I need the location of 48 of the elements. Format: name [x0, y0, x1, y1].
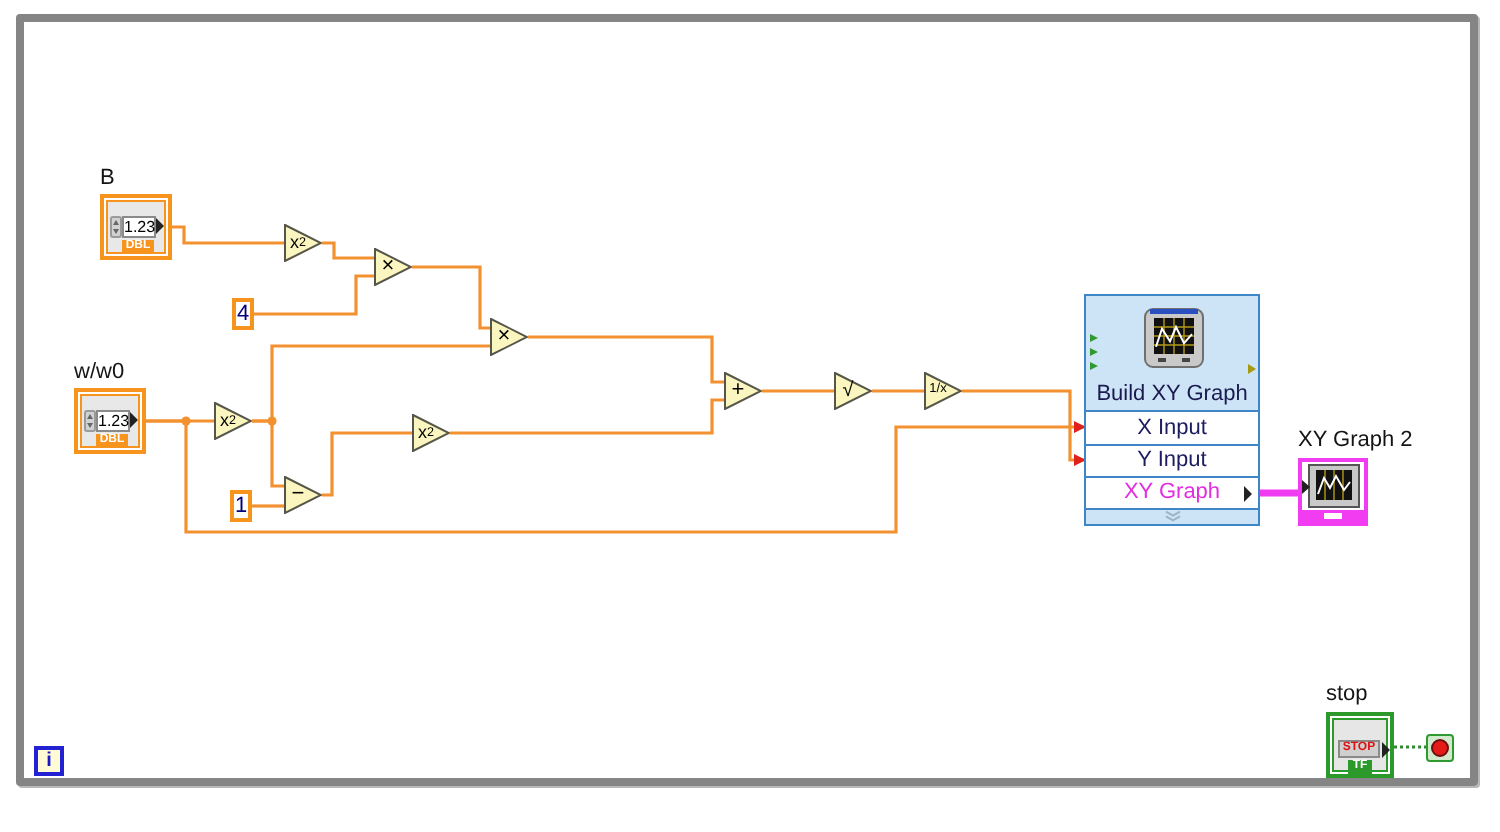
operator-symbol: √: [840, 377, 856, 405]
multiply-function: [490, 318, 528, 356]
numeric-display: 1.23: [122, 216, 156, 238]
input-terminal-row: [1086, 410, 1258, 444]
wire: [252, 419, 284, 488]
terminal-label: stop: [1326, 682, 1368, 708]
terminal-label: w/w0: [74, 360, 125, 386]
terminal-label: B: [100, 166, 115, 192]
while-loop-frame: [16, 14, 1478, 786]
wire: [962, 389, 1086, 466]
reciprocal-function: [924, 372, 962, 410]
multiply-function: [374, 248, 412, 286]
terminal-name: Y Input: [1135, 446, 1209, 476]
wire: [172, 225, 284, 245]
wire: [1258, 489, 1298, 497]
terminal-name: XY Graph: [1121, 478, 1223, 508]
square-function: [412, 414, 450, 452]
wire: [322, 431, 412, 497]
numeric-constant: 1: [230, 490, 252, 522]
operator-symbol: −: [289, 480, 307, 510]
add-function: [724, 372, 762, 410]
wire: [528, 335, 724, 384]
wire: [762, 389, 834, 393]
wire: [450, 398, 724, 435]
wire: [252, 504, 284, 508]
square-function: [214, 402, 252, 440]
numeric-display: 1.23: [96, 410, 130, 432]
wire: [322, 241, 374, 260]
wire: [254, 274, 374, 316]
square-root-function: [834, 372, 872, 410]
wire: [146, 419, 1086, 534]
subtract-function: [284, 476, 322, 514]
iteration-terminal: i: [34, 746, 64, 776]
wire: [1394, 745, 1426, 749]
stop-condition-icon: [1426, 734, 1454, 762]
operator-symbol: ×: [495, 322, 513, 352]
wire: [872, 389, 924, 393]
operator-symbol: +: [729, 376, 747, 406]
terminal-name: X Input: [1135, 414, 1209, 444]
square-function: [284, 224, 322, 262]
wire: [412, 265, 490, 330]
input-terminal-row: [1086, 444, 1258, 476]
numeric-constant: 4: [232, 298, 254, 330]
terminal-label: XY Graph 2: [1298, 428, 1413, 454]
function-title: Build XY Graph: [1094, 382, 1250, 408]
operator-symbol: ×: [379, 252, 397, 282]
express-function-block: [1084, 294, 1260, 526]
output-terminal-row: [1086, 476, 1258, 510]
